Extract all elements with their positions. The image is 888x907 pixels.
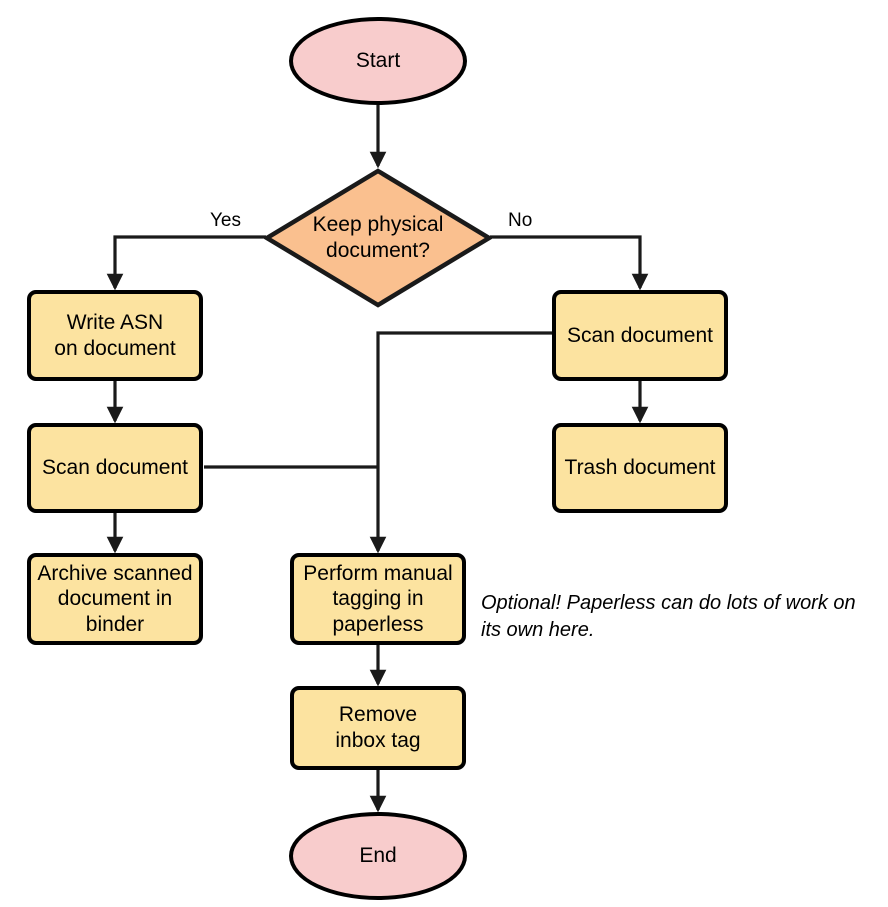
- node-write-asn-label-line1: Write ASN: [66, 310, 164, 334]
- node-scan-document-right-label: Scan document: [567, 323, 713, 347]
- edge-decision-no-to-scan-right: [490, 235, 649, 291]
- node-archive-binder-label-line1: Archive scanned: [37, 561, 193, 585]
- node-start[interactable]: Start: [289, 17, 467, 105]
- decision-diamond-shape: [264, 168, 492, 308]
- node-archive-binder[interactable]: Archive scanned document in binder: [27, 553, 203, 645]
- edge-label-no: No: [508, 210, 533, 231]
- edge-label-yes: Yes: [210, 210, 241, 231]
- node-scan-document-right[interactable]: Scan document: [552, 290, 728, 381]
- node-manual-tagging-label-line1: Perform manual: [303, 561, 453, 585]
- node-decision-label: Keep physical document?: [264, 168, 492, 308]
- annotation-line1: Optional! Paperless can do lots of work …: [481, 592, 856, 614]
- node-manual-tagging-label-line3: paperless: [332, 612, 424, 636]
- annotation-line2: its own here.: [481, 619, 595, 641]
- edge-decision-yes-to-write-asn: [106, 235, 266, 291]
- node-write-asn-label-line2: on document: [54, 336, 176, 360]
- node-write-asn[interactable]: Write ASN on document: [27, 290, 203, 381]
- node-trash-document-label: Trash document: [564, 456, 716, 480]
- node-decision[interactable]: Keep physical document?: [264, 168, 492, 308]
- node-decision-label-line1: Keep physical: [312, 213, 444, 237]
- node-remove-inbox-tag[interactable]: Remove inbox tag: [290, 686, 466, 770]
- annotation-optional-note: Optional! Paperless can do lots of work …: [481, 590, 881, 644]
- node-archive-binder-label-line3: binder: [85, 612, 145, 636]
- node-start-label: Start: [355, 49, 401, 73]
- node-decision-label-line2: document?: [326, 239, 430, 262]
- node-end-label: End: [359, 844, 397, 868]
- node-manual-tagging[interactable]: Perform manual tagging in paperless: [290, 553, 466, 645]
- node-trash-document[interactable]: Trash document: [552, 423, 728, 513]
- node-remove-inbox-tag-label-line1: Remove: [338, 703, 418, 727]
- node-end[interactable]: End: [289, 812, 467, 900]
- edge-scan-right-to-tagging: [369, 331, 552, 554]
- node-scan-document-left[interactable]: Scan document: [27, 423, 203, 513]
- node-scan-document-left-label: Scan document: [42, 456, 188, 480]
- node-archive-binder-label-line2: document in: [57, 587, 173, 611]
- node-manual-tagging-label-line2: tagging in: [332, 587, 424, 611]
- node-remove-inbox-tag-label-line2: inbox tag: [335, 729, 421, 752]
